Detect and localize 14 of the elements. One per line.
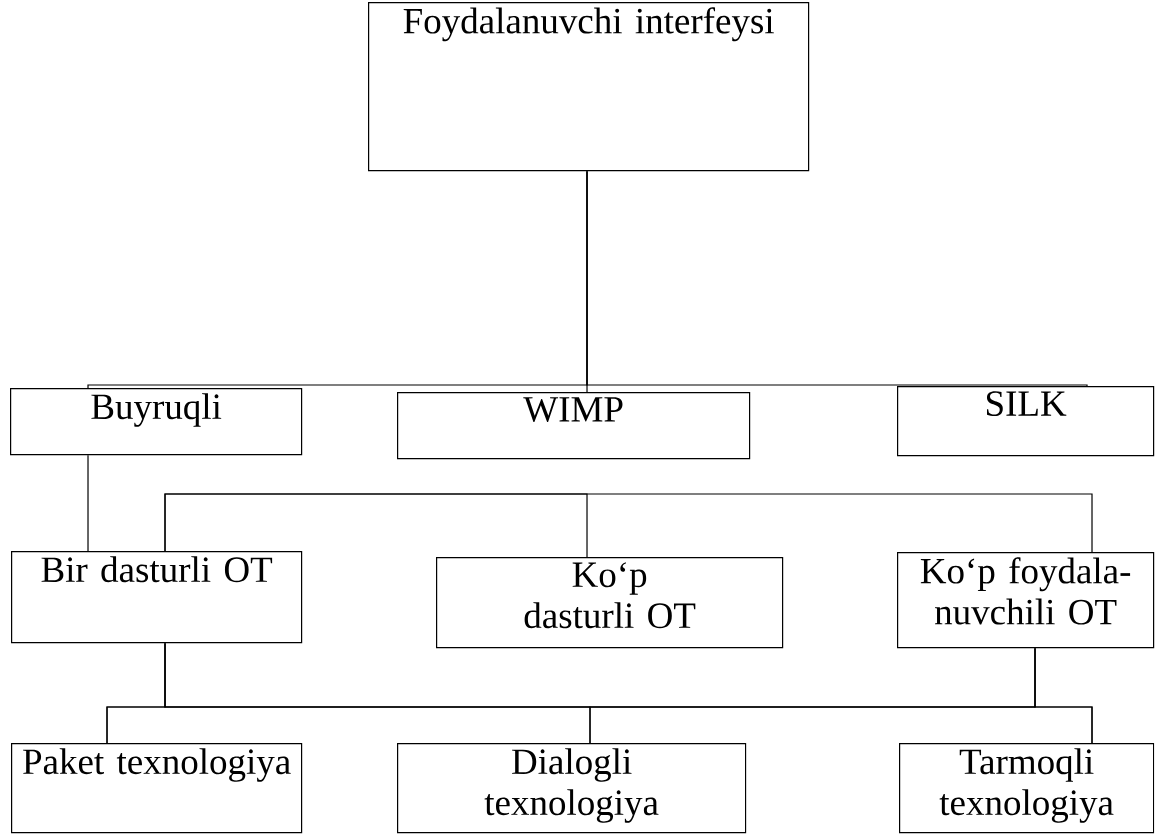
- connector: [586, 170, 1088, 387]
- box: Foydalanuvchi interfeysi: [368, 2, 810, 172]
- connector: [164, 493, 1093, 553]
- box: Ko‘p dasturli OT: [436, 557, 784, 649]
- box: Dialogli texnologiya: [397, 743, 747, 834]
- box: SILK: [897, 386, 1155, 457]
- box: WIMP: [397, 392, 751, 460]
- box: Paket texnologiya: [11, 743, 303, 834]
- connector: [1034, 647, 1093, 744]
- box: Buyruqli: [10, 388, 303, 456]
- connector: [87, 454, 89, 552]
- box: Ko‘p foydala-nuvchili OT: [897, 552, 1155, 649]
- box: Bir dasturli OT: [11, 551, 303, 644]
- box: Tarmoqli texnologiya: [899, 743, 1155, 834]
